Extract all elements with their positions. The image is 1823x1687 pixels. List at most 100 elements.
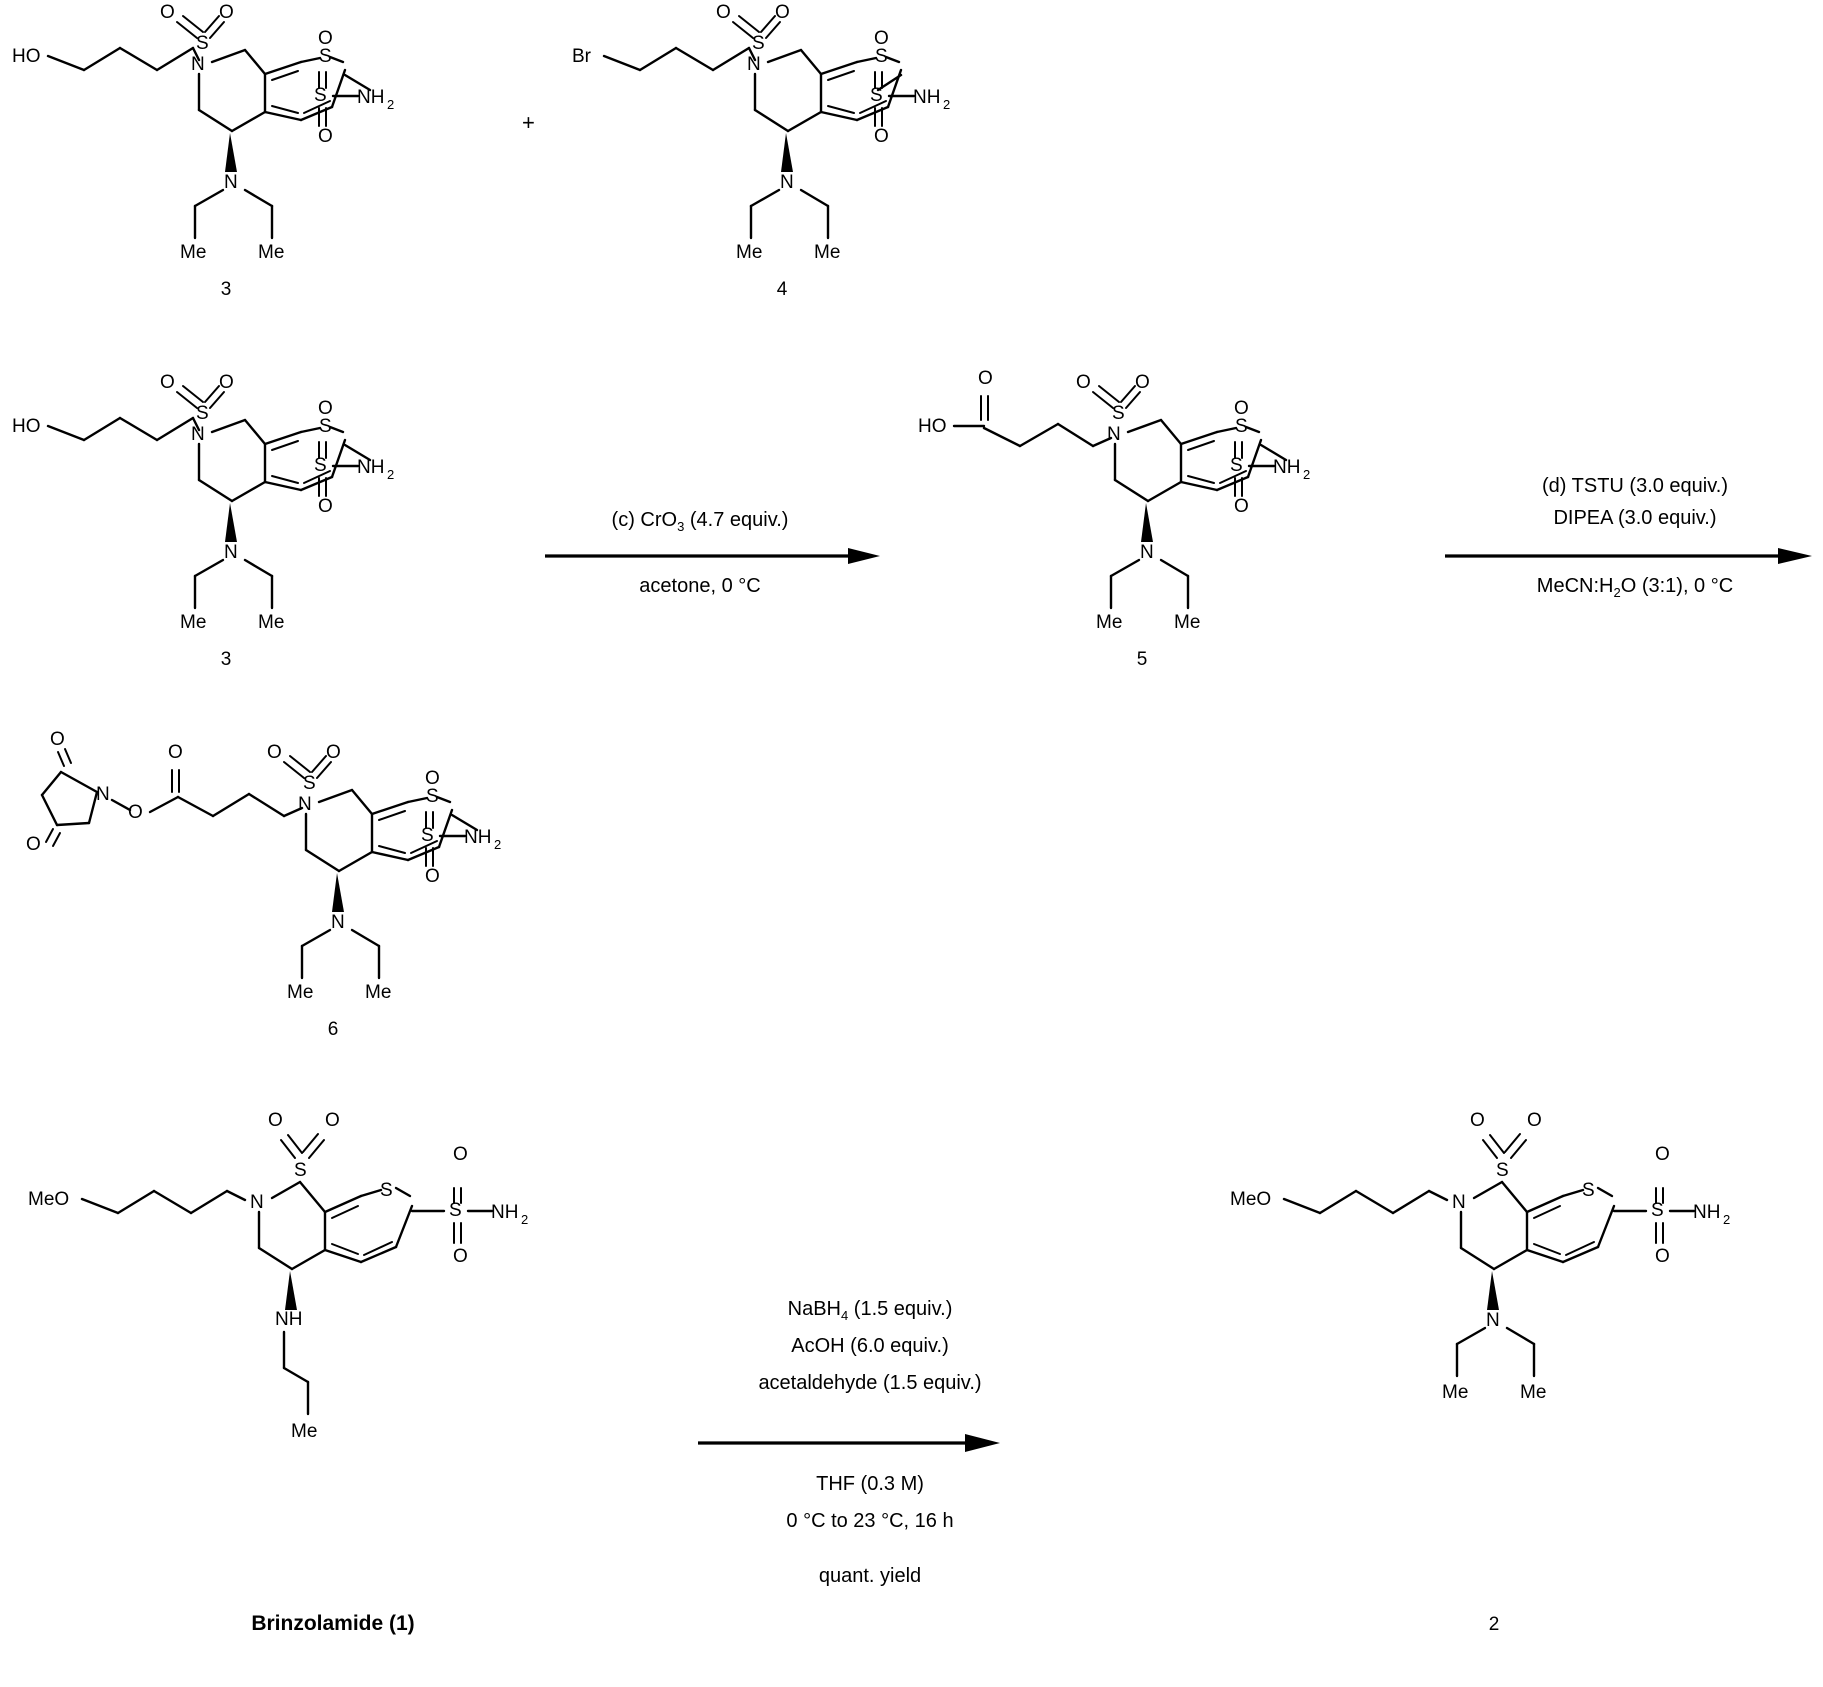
arrow-c-above-label: (c) CrO3 (4.7 equiv.) (612, 509, 789, 534)
arrow-bottom-above-line2: AcOH (6.0 equiv.) (791, 1335, 948, 1357)
sulfonamide-compound-3-top: O O S NH 2 (314, 28, 394, 147)
atom-label-S-sulfonyl-c2: S (1651, 1200, 1664, 1221)
atom-label-Me-right: Me (258, 242, 284, 263)
atom-label-S-sulfonyl-r2: S (314, 455, 327, 476)
atom-label-O-carbonyl-c6: O (168, 742, 183, 763)
arrow-b-l1-suffix: (1.5 equiv.) (848, 1298, 952, 1320)
atom-label-Me-right-4: Me (814, 242, 840, 263)
arrow-bottom-above-line3: acetaldehyde (1.5 equiv.) (758, 1372, 981, 1394)
structure-compound-3-row2: HO N O O S S O O S (12, 372, 394, 633)
atom-label-ring-N-c2: N (1452, 1192, 1466, 1213)
atom-label-S-sulfone-c5: S (1112, 403, 1125, 424)
compound-label-5: 5 (1137, 649, 1148, 670)
arrow-d-below-sub: 2 (1613, 585, 1620, 600)
compound-label-brinzolamide: Brinzolamide (1) (251, 1612, 414, 1635)
arrow-d-below-prefix: MeCN:H (1537, 575, 1614, 597)
atom-label-sulfonamide-sub-r2: 2 (387, 467, 394, 482)
atom-label-ring-N-4: N (747, 54, 761, 75)
atom-label-O-sulfone-1-c2: O (1470, 1110, 1485, 1131)
atom-label-ring-N-brz: N (250, 1192, 264, 1213)
atom-label-Me-left-c5: Me (1096, 612, 1122, 633)
atom-label-O-sulfone-2-c2: O (1527, 1110, 1542, 1131)
atom-label-O-sulfonyl-top-c6: O (425, 768, 440, 789)
atom-label-thiophene-S-r2: S (319, 416, 332, 437)
atom-label-sulfonamide-sub-c2: 2 (1723, 1212, 1730, 1227)
atom-label-O-sulfone-1-4: O (716, 2, 731, 23)
atom-label-Me-left-r2: Me (180, 612, 206, 633)
atom-label-O-sulfonyl-top-c2: O (1655, 1144, 1670, 1165)
atom-label-amine-N-c6: N (331, 912, 345, 933)
atom-label-sulfonamide-sub-c6: 2 (494, 837, 501, 852)
atom-label-sulfonamide-sub-brz: 2 (521, 1212, 528, 1227)
thiophene-compound-3-top: S (263, 46, 372, 122)
diethylamine-compound-3-top: N Me Me (180, 133, 284, 263)
atom-label-HO-c5: HO (918, 416, 947, 437)
atom-label-thiophene-S-c6: S (426, 786, 439, 807)
atom-label-Me-right-c6: Me (365, 982, 391, 1003)
arrow-bottom-above-line1: NaBH4 (1.5 equiv.) (788, 1298, 953, 1323)
atom-label-sulfonamide-NH-brz: NH (491, 1202, 518, 1223)
structure-brinzolamide: MeO N O O S S O O S (28, 1110, 528, 1442)
atom-label-O-sulfonyl-bot-c5: O (1234, 496, 1249, 517)
atom-label-ring-N: N (191, 54, 205, 75)
atom-label-O-sulfone-1-r2: O (160, 372, 175, 393)
atom-label-O-sulfonyl-bot-c6: O (425, 866, 440, 887)
atom-label-HO-r2: HO (12, 416, 41, 437)
atom-label-ring-N-r2: N (191, 424, 205, 445)
atom-label-S-sulfonyl-c6: S (421, 825, 434, 846)
atom-label-Me-left-c2: Me (1442, 1382, 1468, 1403)
atom-label-sulfonamide-sub-4: 2 (943, 97, 950, 112)
atom-label-O-sulfonyl-bottom: O (318, 126, 333, 147)
compound-label-4-top: 4 (777, 279, 788, 300)
atom-label-O-sulfonyl-top-c5: O (1234, 398, 1249, 419)
arrow-c-reagent-sub: 3 (677, 519, 684, 534)
atom-label-O-sulfone-2-c5: O (1135, 372, 1150, 393)
atom-label-amine-N-c5: N (1140, 542, 1154, 563)
atom-label-ring-N-c6: N (298, 794, 312, 815)
arrow-c-below-label: acetone, 0 °C (639, 575, 760, 597)
arrow-bottom-below-line3: quant. yield (819, 1565, 921, 1587)
compound-label-6: 6 (328, 1019, 339, 1040)
reaction-arrow-c: (c) CrO3 (4.7 equiv.) acetone, 0 °C (545, 509, 880, 597)
reaction-arrow-d: (d) TSTU (3.0 equiv.) DIPEA (3.0 equiv.)… (1445, 475, 1812, 600)
atom-label-thiophene-S-4: S (875, 46, 888, 67)
arrow-d-above-line1: (d) TSTU (3.0 equiv.) (1542, 475, 1728, 497)
atom-label-amine-N-r2: N (224, 542, 238, 563)
reaction-arrow-bottom: NaBH4 (1.5 equiv.) AcOH (6.0 equiv.) ace… (698, 1298, 1000, 1587)
atom-label-Me-right-r2: Me (258, 612, 284, 633)
atom-label-amine-N: N (224, 172, 238, 193)
arrow-d-above-line2: DIPEA (3.0 equiv.) (1553, 507, 1716, 529)
arrow-c-reagent: CrO (640, 509, 677, 531)
atom-label-sulfonamide-NH-c5: NH (1273, 457, 1300, 478)
atom-label-O-sulfonyl-bot-c2: O (1655, 1246, 1670, 1267)
atom-label-O-ester: O (128, 802, 143, 823)
atom-label-S-sulfone-brz: S (294, 1160, 307, 1181)
atom-label-thiophene-S: S (319, 46, 332, 67)
compound-label-2: 2 (1489, 1614, 1500, 1635)
atom-label-S-sulfone-r2: S (196, 403, 209, 424)
atom-label-O-sulfone-2: O (219, 2, 234, 23)
atom-label-O-sulfonyl-top-r2: O (318, 398, 333, 419)
atom-label-ring-N-c5: N (1107, 424, 1121, 445)
atom-label-O-sulfonyl-bot-brz: O (453, 1246, 468, 1267)
atom-label-O-succ-bottom: O (26, 834, 41, 855)
structure-compound-6: O O N O O N O O (26, 729, 501, 1003)
atom-label-S-sulfonyl: S (314, 85, 327, 106)
arrow-d-below-suffix: O (3:1), 0 °C (1621, 575, 1733, 597)
atom-label-Me-right-c2: Me (1520, 1382, 1546, 1403)
arrow-c-prefix: (c) (612, 509, 641, 531)
arrow-d-below-line: MeCN:H2O (3:1), 0 °C (1537, 575, 1733, 600)
atom-label-O-sulfone-1-brz: O (268, 1110, 283, 1131)
atom-label-sulfonamide-NH-c2: NH (1693, 1202, 1720, 1223)
atom-label-O-sulfonyl-top-4: O (874, 28, 889, 49)
atom-label-thiophene-S-c5: S (1235, 416, 1248, 437)
atom-label-sulfonamide-sub: 2 (387, 97, 394, 112)
atom-label-Me-brz: Me (291, 1421, 317, 1442)
atom-label-O-sulfonyl-bottom-4: O (874, 126, 889, 147)
atom-label-O-sulfone-2-brz: O (325, 1110, 340, 1131)
atom-label-O-sulfone-1-c6: O (267, 742, 282, 763)
atom-label-S-sulfonyl-c5: S (1230, 455, 1243, 476)
atom-label-sulfonamide-NH: NH (357, 87, 384, 108)
atom-label-sulfonamide-NH-c6: NH (464, 827, 491, 848)
atom-label-O-sulfonyl-top-brz: O (453, 1144, 468, 1165)
